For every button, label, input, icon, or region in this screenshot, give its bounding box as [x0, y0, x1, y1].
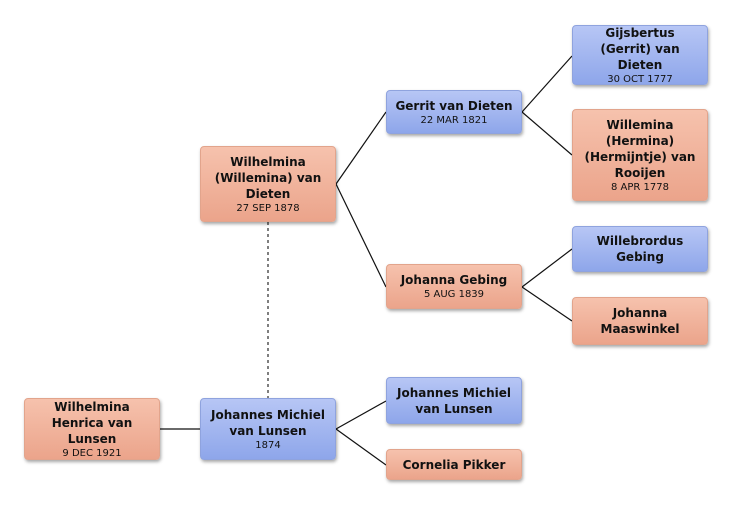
person-box-wilhelmina-henrica[interactable]: Wilhelmina Henrica van Lunsen 9 DEC 1921: [24, 398, 160, 460]
person-box-willemina-hermina[interactable]: Willemina (Hermina) (Hermijntje) van Roo…: [572, 109, 708, 201]
line-jm-to-father: [335, 400, 387, 430]
person-box-johanna-maaswinkel[interactable]: Johanna Maaswinkel: [572, 297, 708, 345]
person-date: 8 APR 1778: [611, 181, 669, 193]
person-box-gijsbertus[interactable]: Gijsbertus (Gerrit) van Dieten 30 OCT 17…: [572, 25, 708, 85]
person-name: Willebrordus Gebing: [596, 234, 684, 264]
line-jm-to-mother: [335, 428, 387, 466]
line-wvd-to-mother: [335, 183, 387, 288]
person-name: Johannes Michiel van Lunsen: [211, 407, 325, 438]
line-wvd-to-father: [335, 111, 387, 185]
person-box-johanna-gebing[interactable]: Johanna Gebing 5 AUG 1839: [386, 264, 522, 309]
person-box-wilhelmina-van-dieten[interactable]: Wilhelmina (Willemina) van Dieten 27 SEP…: [200, 146, 336, 222]
person-box-willebrordus[interactable]: Willebrordus Gebing: [572, 226, 708, 272]
person-date: 1874: [255, 439, 281, 451]
person-name: Wilhelmina (Willemina) van Dieten: [214, 154, 322, 201]
person-date: 22 MAR 1821: [420, 114, 488, 126]
person-name: Johanna Maaswinkel: [600, 306, 680, 336]
person-name: Gerrit van Dieten: [395, 98, 513, 113]
line-jg-to-mother: [521, 286, 573, 322]
person-box-johannes-michiel-1874[interactable]: Johannes Michiel van Lunsen 1874: [200, 398, 336, 460]
person-name: Johanna Gebing: [400, 273, 508, 287]
line-gvd-to-father: [521, 55, 573, 113]
person-date: 9 DEC 1921: [62, 447, 122, 459]
person-name: Cornelia Pikker: [402, 457, 506, 472]
person-name: Johannes Michiel van Lunsen: [397, 385, 511, 416]
person-name: Gijsbertus (Gerrit) van Dieten: [600, 25, 680, 72]
person-box-johannes-michiel-father[interactable]: Johannes Michiel van Lunsen: [386, 377, 522, 424]
person-box-gerrit-van-dieten[interactable]: Gerrit van Dieten 22 MAR 1821: [386, 90, 522, 134]
line-jg-to-father: [521, 248, 573, 288]
person-date: 27 SEP 1878: [236, 202, 300, 214]
line-gvd-to-mother: [521, 111, 573, 156]
person-date: 5 AUG 1839: [423, 289, 485, 300]
person-date: 30 OCT 1777: [607, 73, 673, 85]
person-box-cornelia-pikker[interactable]: Cornelia Pikker: [386, 449, 522, 480]
person-name: Willemina (Hermina) (Hermijntje) van Roo…: [584, 117, 696, 180]
person-name: Wilhelmina Henrica van Lunsen: [51, 399, 133, 446]
